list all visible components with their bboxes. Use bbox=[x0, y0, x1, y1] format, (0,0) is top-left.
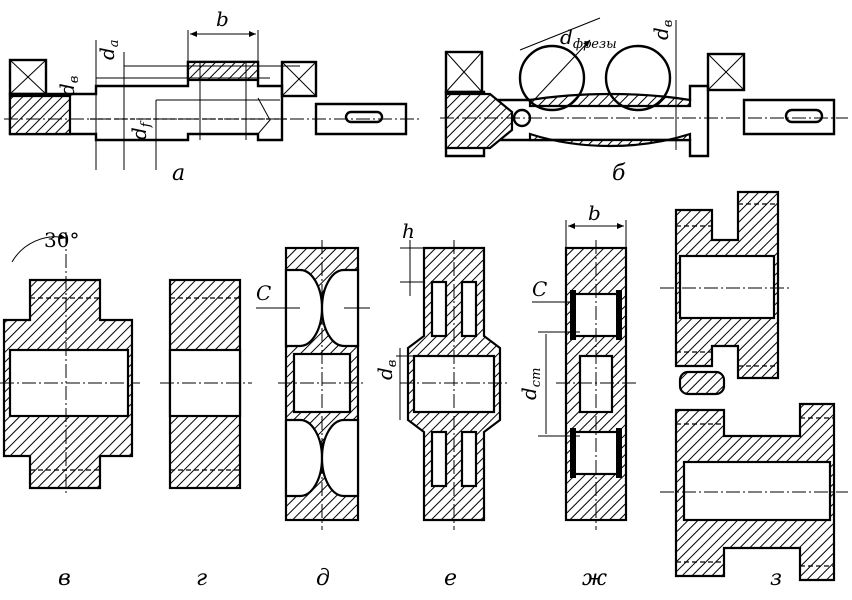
label-d-st: dст bbox=[517, 368, 544, 400]
label-b-zh: b bbox=[588, 201, 601, 225]
figure-d bbox=[256, 240, 370, 530]
figure-z-bottom bbox=[660, 402, 848, 582]
figure-label-e: е bbox=[444, 566, 457, 591]
figure-e bbox=[396, 240, 510, 530]
figure-label-a: а bbox=[172, 161, 185, 186]
figure-g bbox=[160, 278, 252, 490]
label-b: b bbox=[216, 7, 229, 31]
figure-z-top bbox=[660, 190, 790, 396]
label-30-degrees: 30° bbox=[44, 228, 79, 252]
label-d-v-b: dв bbox=[649, 20, 676, 40]
label-d-f: df bbox=[127, 120, 154, 140]
figure-zh bbox=[532, 220, 636, 530]
label-d-v-e: dв bbox=[373, 360, 400, 380]
label-d-v: dв bbox=[55, 76, 82, 96]
figure-label-d: д bbox=[316, 566, 330, 591]
label-h: h bbox=[402, 219, 415, 243]
figure-label-g: г bbox=[196, 566, 207, 591]
label-d-a: da bbox=[95, 39, 122, 60]
figure-label-v: в bbox=[58, 566, 71, 591]
figure-label-z: з bbox=[770, 566, 782, 591]
figure-v bbox=[0, 232, 140, 496]
label-C: C bbox=[256, 281, 271, 305]
figure-label-zh: ж bbox=[582, 566, 607, 591]
label-C-zh: C bbox=[532, 277, 547, 301]
figure-b bbox=[440, 17, 848, 158]
figure-a bbox=[4, 30, 420, 170]
label-d-frezy: dфрезы bbox=[560, 25, 617, 52]
figure-label-b: б bbox=[612, 161, 626, 186]
